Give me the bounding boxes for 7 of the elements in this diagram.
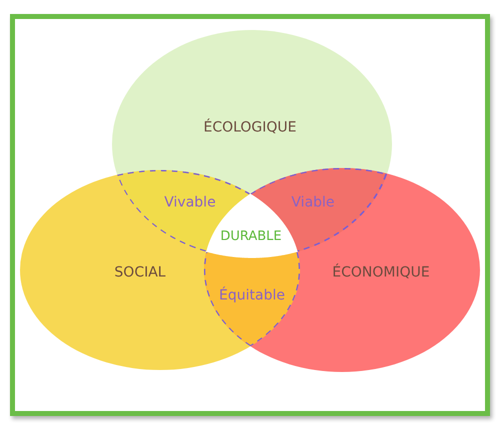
region-label: Viable xyxy=(291,194,335,212)
region-label: Vivable xyxy=(164,194,216,212)
region-label: ÉCONOMIQUE xyxy=(332,264,430,282)
region-label: SOCIAL xyxy=(114,264,166,282)
region-label: Équitable xyxy=(219,288,285,304)
region-label: ÉCOLOGIQUE xyxy=(203,120,297,136)
region-label: DURABLE xyxy=(220,229,282,245)
